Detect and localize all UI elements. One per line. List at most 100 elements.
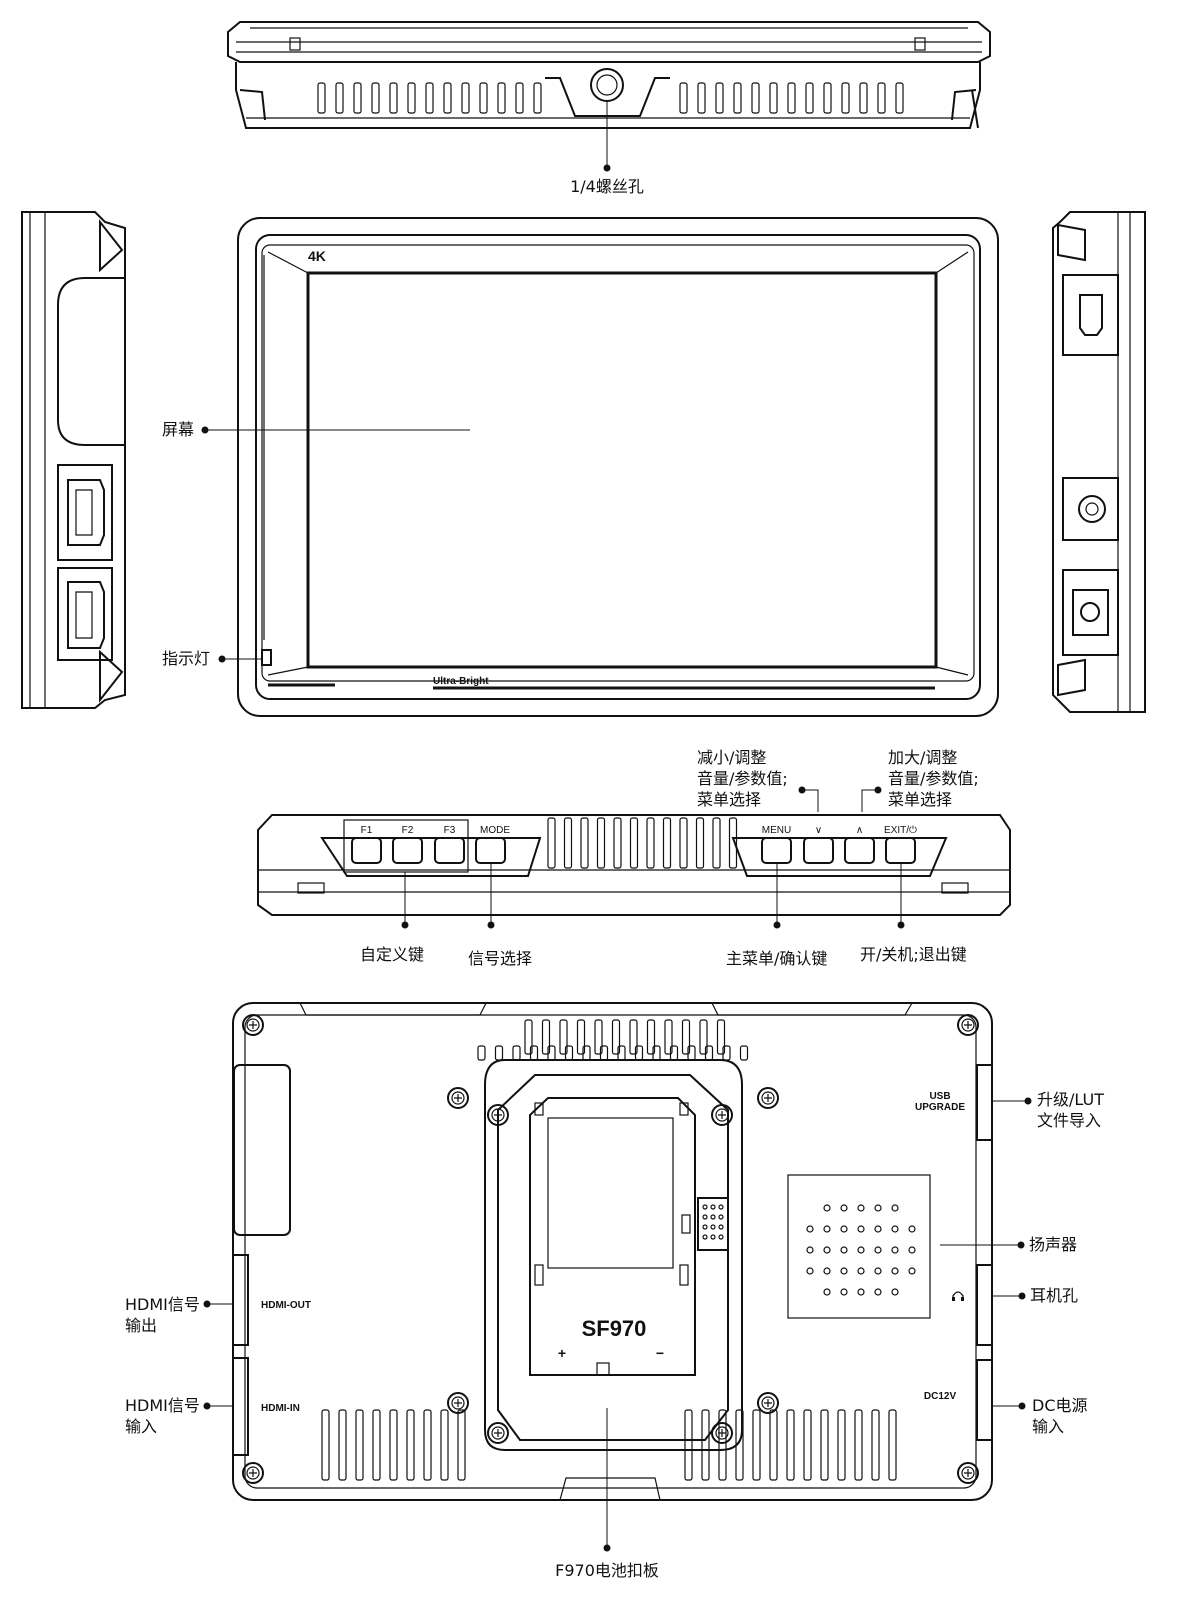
vent-slot: [541, 1019, 551, 1055]
contact-pin: [702, 1224, 708, 1230]
vent-slot: [389, 1409, 398, 1481]
menu-confirm-label: 主菜单/确认键: [726, 949, 827, 968]
speaker-hole: [857, 1267, 865, 1275]
speaker-hole: [840, 1204, 848, 1212]
vent-slot: [769, 82, 778, 114]
signal-select-label: 信号选择: [468, 949, 532, 968]
vent-slot: [837, 1409, 846, 1481]
speaker-hole: [891, 1204, 899, 1212]
screw-icon: [242, 1014, 264, 1036]
vent-slot: [739, 1045, 749, 1061]
leader-dot: [1017, 1241, 1025, 1249]
contact-pin: [718, 1234, 724, 1240]
button-label: ∨: [815, 825, 822, 836]
vent-slot: [440, 1409, 449, 1481]
vent-slot: [335, 82, 344, 114]
speaker-hole: [908, 1246, 916, 1254]
hdmi-in-label-2: 输入: [125, 1417, 157, 1436]
screw-icon: [711, 1422, 733, 1444]
vent-slot: [371, 82, 380, 114]
vent-slot: [823, 82, 832, 114]
leader-dot: [603, 1544, 611, 1552]
vent-slot: [646, 817, 655, 869]
vent-slot: [733, 82, 742, 114]
top-vents: [317, 82, 542, 114]
vent-slot: [786, 1409, 795, 1481]
vent-slot: [841, 82, 850, 114]
vent-slot: [423, 1409, 432, 1481]
screw-icon: [487, 1422, 509, 1444]
screw-head: [246, 1018, 260, 1032]
screw-cross: [454, 1094, 462, 1102]
leader-dot: [203, 1402, 211, 1410]
vent-slot: [684, 1409, 693, 1481]
button-exit[interactable]: [885, 837, 916, 864]
button-[interactable]: [803, 837, 834, 864]
vent-slot: [596, 817, 606, 869]
custom-keys-label: 自定义键: [360, 945, 424, 964]
vent-slot: [718, 1409, 727, 1481]
contact-pin: [710, 1224, 716, 1230]
button-[interactable]: [844, 837, 875, 864]
speaker-hole: [806, 1225, 814, 1233]
vent-slot: [787, 82, 796, 114]
button-f3[interactable]: [434, 837, 465, 864]
vent-slot: [372, 1409, 381, 1481]
speaker-hole: [823, 1225, 831, 1233]
vent-slot: [715, 82, 724, 114]
decrease-label-line2: 音量/参数值;: [697, 769, 788, 788]
vent-slot: [728, 817, 738, 869]
vent-slot: [681, 1019, 691, 1055]
hdmi-out-label-2: 输出: [125, 1316, 157, 1335]
screw-head: [715, 1426, 729, 1440]
vent-slot: [515, 82, 524, 114]
contact-pin: [702, 1204, 708, 1210]
button-f2[interactable]: [392, 837, 423, 864]
screws: [242, 1014, 979, 1484]
vent-slot: [559, 1019, 568, 1055]
battery-plate-label: F970电池扣板: [555, 1561, 659, 1580]
screw-head: [761, 1396, 775, 1410]
speaker-hole: [857, 1204, 865, 1212]
screw-cross: [454, 1399, 462, 1407]
vent-slot: [712, 817, 721, 869]
speaker-hole: [840, 1225, 848, 1233]
vent-slot: [580, 817, 589, 869]
vent-slot: [407, 82, 416, 114]
speaker-hole: [908, 1267, 916, 1275]
vent-slot: [512, 1045, 521, 1061]
screw-cross: [249, 1021, 257, 1029]
button-mode[interactable]: [475, 837, 506, 864]
vent-slot: [769, 1409, 778, 1481]
right-side-view: [1052, 211, 1146, 713]
speaker-hole: [891, 1267, 899, 1275]
dc-port-side: [1062, 569, 1119, 656]
screw-icon: [711, 1104, 733, 1126]
screw-head: [761, 1091, 775, 1105]
brand-text: Ultra-Bright: [433, 676, 489, 687]
vent-slot: [353, 82, 362, 114]
vent-slot: [611, 1019, 621, 1055]
screen-label: 屏幕: [162, 420, 194, 439]
leader-dot: [798, 786, 806, 794]
vent-slot: [662, 817, 672, 869]
button-menu[interactable]: [761, 837, 792, 864]
contact-pin: [710, 1204, 716, 1210]
vent-slot: [716, 1019, 726, 1055]
button-label: F1: [361, 825, 373, 836]
vent-slot: [461, 82, 470, 114]
headphone-port-side: [1062, 477, 1119, 541]
button-f1[interactable]: [351, 837, 382, 864]
screen: [306, 271, 938, 669]
screw-head: [491, 1108, 505, 1122]
screw-cross: [718, 1429, 726, 1437]
vent-slot: [389, 82, 398, 114]
screw-cross: [764, 1399, 772, 1407]
back-view: SF970 + − USB UPGRADE DC12V HDMI-OUT HDM…: [125, 1002, 1104, 1580]
leader-dot: [401, 921, 409, 929]
vent-slot: [697, 82, 706, 114]
button-label: ∧: [856, 825, 863, 836]
decrease-label-line1: 减小/调整: [697, 748, 766, 767]
minus-mark: −: [656, 1345, 664, 1361]
